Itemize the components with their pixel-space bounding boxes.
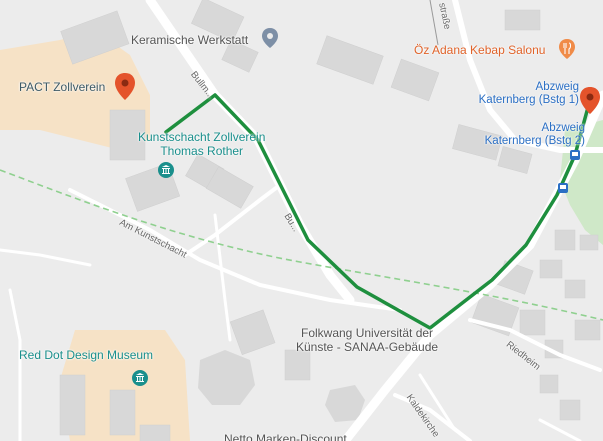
poi-label-pact[interactable]: PACT Zollverein	[19, 80, 106, 94]
bus-stop-icon[interactable]	[570, 150, 580, 160]
transit-label-abzweig-1-line1: Abzweig	[535, 81, 579, 93]
poi-label-red-dot[interactable]: Red Dot Design Museum	[19, 348, 154, 362]
poi-label-keramische[interactable]: Keramische Werkstatt	[131, 33, 249, 47]
transit-label-abzweig-1[interactable]: Abzweig Katernberg (Bstg 1)	[479, 81, 579, 107]
bus-stop-icon[interactable]	[558, 183, 568, 193]
poi-label-folkwang-line2: Künste - SANAA-Gebäude	[296, 340, 439, 354]
poi-label-oz-adana[interactable]: Öz Adana Kebap Salonu	[414, 43, 546, 57]
poi-label-kunstschacht-line2: Thomas Rother	[160, 144, 244, 158]
poi-label-netto[interactable]: Netto Marken-Discount	[224, 432, 347, 441]
octagon-building	[198, 350, 255, 405]
museum-icon[interactable]	[158, 162, 174, 178]
transit-label-abzweig-2-line2: Katernberg (Bstg 2)	[484, 135, 585, 147]
transit-label-abzweig-2-line1: Abzweig	[541, 122, 585, 134]
map-pin-icon[interactable]	[115, 73, 135, 100]
poi-label-kunstschacht-line1: Kunstschacht Zollverein	[138, 130, 266, 144]
poi-label-folkwang[interactable]: Folkwang Universität der Künste - SANAA-…	[296, 326, 438, 354]
museum-icon[interactable]	[132, 370, 148, 386]
poi-label-kunstschacht[interactable]: Kunstschacht Zollverein Thomas Rother	[138, 130, 265, 158]
map-pin-icon[interactable]	[262, 28, 278, 48]
transit-label-abzweig-2[interactable]: Abzweig Katernberg (Bstg 2)	[485, 122, 585, 148]
transit-label-abzweig-1-line2: Katernberg (Bstg 1)	[478, 94, 579, 106]
map-pin-icon[interactable]	[580, 87, 600, 114]
poi-label-folkwang-line1: Folkwang Universität der	[301, 326, 434, 340]
restaurant-icon[interactable]	[559, 39, 575, 59]
small-building	[325, 385, 365, 422]
railway-line	[0, 169, 603, 321]
landuse-red-dot	[60, 330, 190, 441]
minor-path	[429, 0, 439, 46]
route-line	[164, 93, 592, 330]
